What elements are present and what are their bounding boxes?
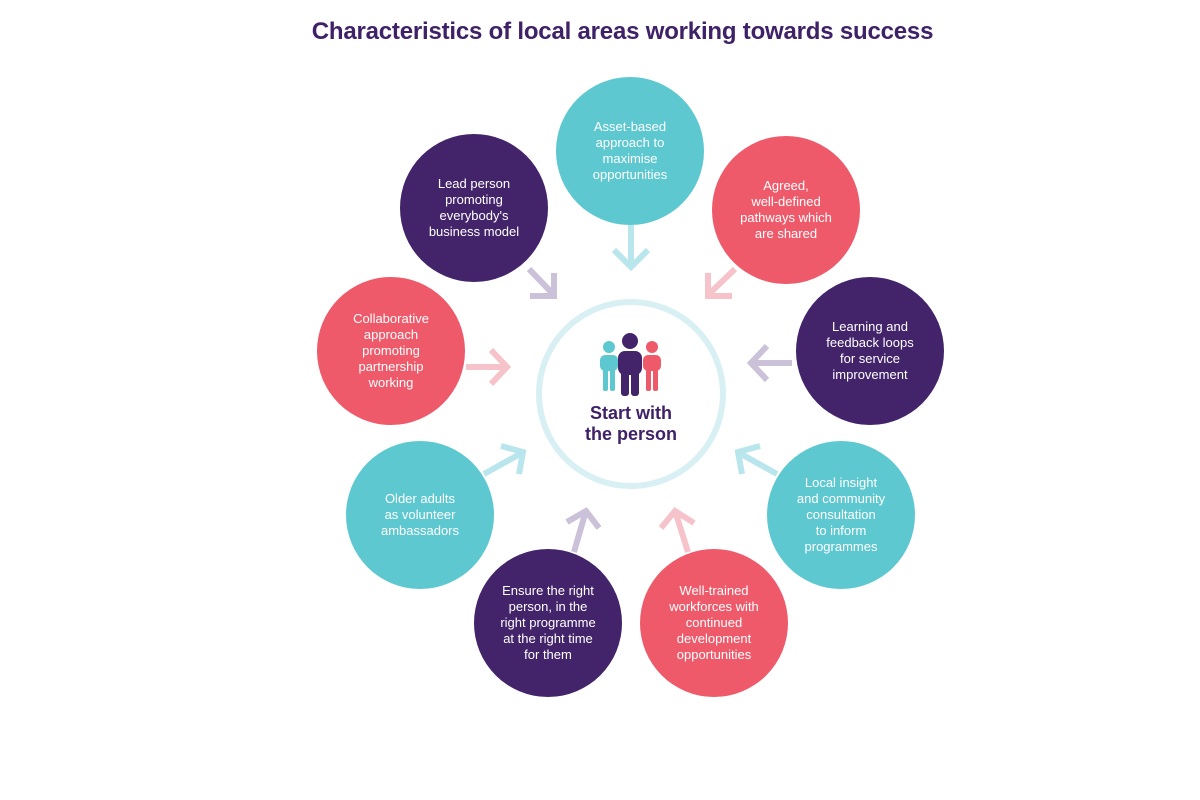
node-right-person: Ensure the right person, in the right pr… — [474, 549, 622, 697]
arrow-learning-feedback — [746, 343, 792, 383]
node-local-insight: Local insight and community consultation… — [767, 441, 915, 589]
arrow-asset-based — [611, 225, 651, 272]
node-asset-based: Asset-based approach to maximise opportu… — [556, 77, 704, 225]
node-agreed-pathways: Agreed, well-defined pathways which are … — [712, 136, 860, 284]
people-group-icon — [600, 333, 661, 396]
node-lead-person: Lead person promoting everybody's busine… — [400, 134, 548, 282]
arrow-well-trained — [658, 507, 696, 553]
diagram-title: Characteristics of local areas working t… — [311, 18, 934, 45]
arrow-older-adults — [482, 443, 527, 477]
arrow-right-person — [565, 507, 602, 553]
node-learning-feedback: Learning and feedback loops for service … — [796, 277, 944, 425]
center-ring — [536, 299, 726, 489]
center-label: Start with the person — [584, 403, 677, 444]
node-collaborative: Collaborative approach promoting partner… — [317, 277, 465, 425]
node-well-trained: Well-trained workforces with continued d… — [640, 549, 788, 697]
arrow-collaborative — [466, 347, 512, 387]
arrow-agreed-pathways — [705, 266, 738, 299]
node-older-adults: Older adults as volunteer ambassadors — [346, 441, 494, 589]
arrow-lead-person — [526, 266, 557, 299]
arrow-local-insight — [734, 443, 779, 477]
